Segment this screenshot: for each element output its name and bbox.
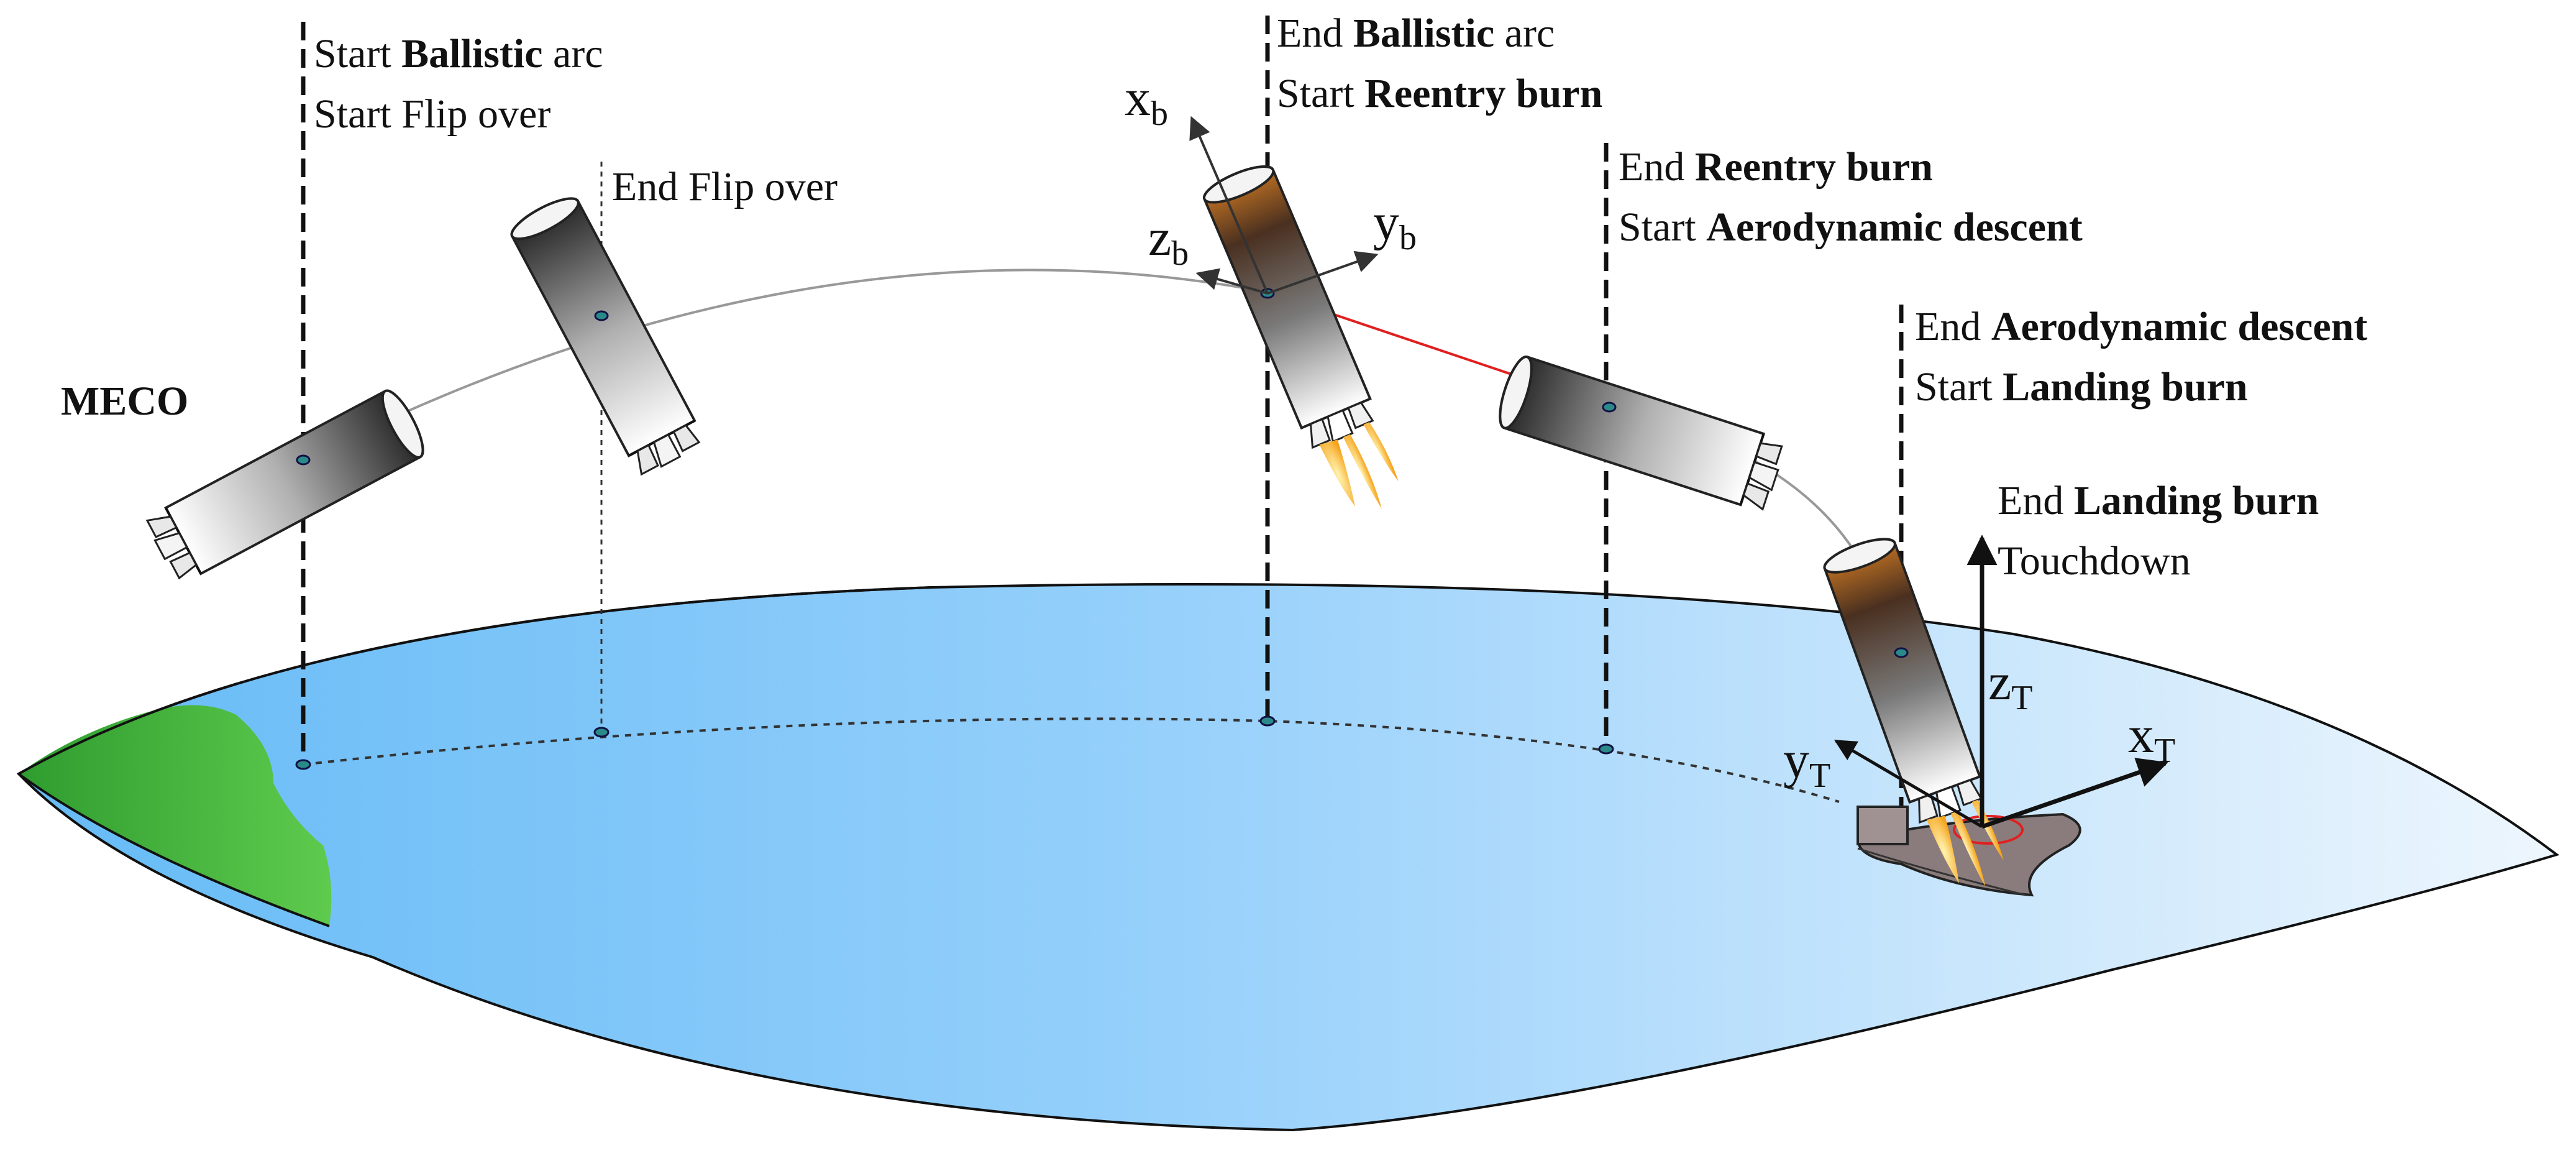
label-end-ballistic: End Ballistic arc [1277,11,1555,56]
booster-icon-flip [507,191,706,478]
label-meco: MECO [61,379,188,424]
label-end-landing: End Landing burn [1998,478,2319,523]
ground-track [303,717,1840,803]
sea-surface [16,583,2560,1132]
axis-label-zb: zb [1148,209,1189,273]
booster-centre-markers [296,288,1909,658]
label-start-reentry: Start Reentry burn [1277,71,1602,116]
trajectory-ballistic [304,269,1268,461]
label-start-aero: Start Aerodynamic descent [1619,204,2083,250]
axis-label-xb: xb [1125,69,1168,133]
label-start-landing: Start Landing burn [1915,364,2248,410]
label-touchdown: Touchdown [1998,538,2191,584]
label-end-aero: End Aerodynamic descent [1915,304,2367,349]
landing-barge-icon [1856,806,2081,897]
axis-label-yt: yT [1783,731,1830,795]
axis-label-zt: zT [1988,653,2033,717]
axis-label-yb: yb [1373,193,1417,257]
axis-label-xt: xT [2128,706,2175,770]
body-frame-axes [1189,116,1379,295]
target-frame-axes [1834,535,2168,829]
label-start-ballistic: Start Ballistic arc [314,31,603,76]
label-end-reentry: End Reentry burn [1619,144,1933,190]
label-start-flip: Start Flip over [314,91,550,137]
land-mass [19,705,332,926]
label-end-flip: End Flip over [612,164,838,209]
booster-icon-aero [1492,352,1789,514]
ground-track-markers [295,715,1614,770]
